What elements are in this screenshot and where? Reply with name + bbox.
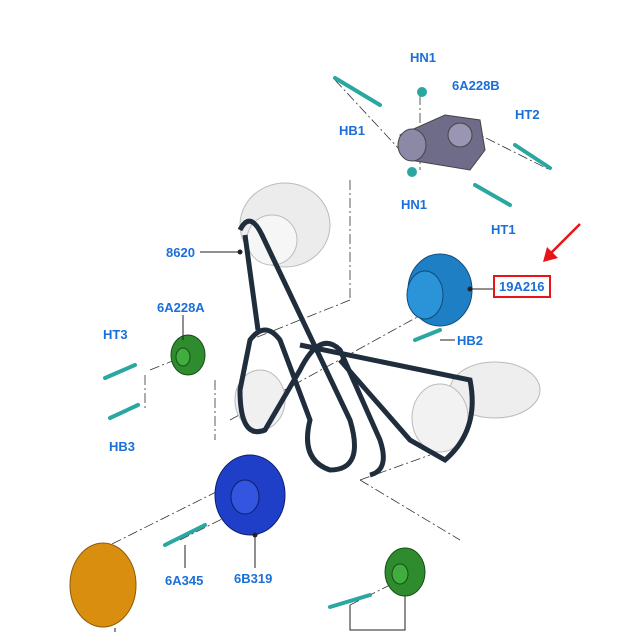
label-hb1[interactable]: HB1: [339, 123, 366, 138]
idler-6A228A: [170, 334, 206, 376]
label-hb2[interactable]: HB2: [457, 333, 484, 348]
label-19a216-highlighted[interactable]: 19A216: [493, 275, 551, 298]
label-hn1-bottom[interactable]: HN1: [401, 197, 428, 212]
tensioner-6A228B: [397, 114, 486, 171]
idler-lower: [384, 547, 426, 597]
damper-disc: [69, 542, 137, 628]
label-ht2[interactable]: HT2: [515, 107, 540, 122]
highlight-arrow-icon: [543, 223, 581, 262]
clutch-19A216: [406, 253, 473, 327]
label-6a345[interactable]: 6A345: [165, 573, 204, 588]
bolts: [103, 76, 552, 609]
label-6b319[interactable]: 6B319: [234, 571, 273, 586]
label-6a228b[interactable]: 6A228B: [452, 78, 500, 93]
drive-belt-8620: [237, 218, 475, 478]
label-ht3[interactable]: HT3: [103, 327, 128, 342]
label-8620[interactable]: 8620: [166, 245, 195, 260]
label-hn1-top[interactable]: HN1: [410, 50, 437, 65]
crank-pulley-6B319: [214, 454, 286, 536]
alternator-8620: [239, 182, 331, 268]
water-pump: [411, 361, 541, 453]
label-hb3[interactable]: HB3: [109, 439, 136, 454]
nuts: [407, 87, 427, 177]
label-6a228a[interactable]: 6A228A: [157, 300, 205, 315]
label-ht1[interactable]: HT1: [491, 222, 516, 237]
